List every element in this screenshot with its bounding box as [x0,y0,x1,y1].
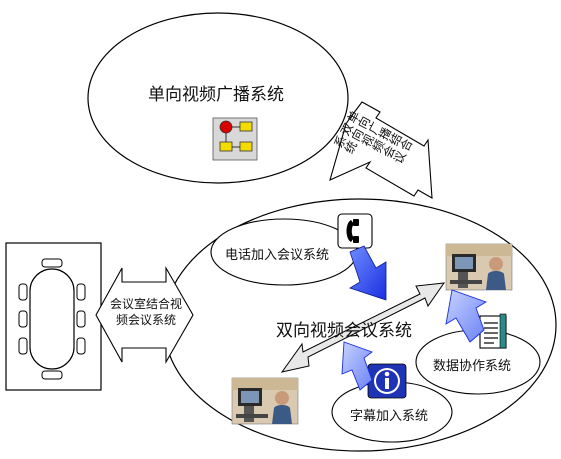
data-collab-label: 数据协作系统 [433,359,512,374]
document-icon [479,313,507,349]
room-link-label: 会议室结合视 频会议系统 [101,296,191,328]
video-terminal-lower-image [231,377,299,425]
room-link-arrow [95,265,194,365]
phone-icon [337,213,373,249]
info-icon [367,363,407,399]
network-icon [212,117,258,161]
broadcast-system-ellipse [87,12,349,184]
conference-system-label: 双向视频会议系统 [276,321,412,341]
video-terminal-upper-image [445,243,513,291]
broadcast-system-label: 单向视频广播系统 [148,85,284,105]
caption-join-label: 字幕加入系统 [350,409,429,424]
broadcast-link-arrow [329,101,433,199]
caption-to-center-arrow [341,341,373,391]
data-to-terminal-arrow [445,289,488,343]
room-link-line1: 会议室结合视 [109,297,182,311]
conference-table-icon [18,258,86,380]
phone-to-center-arrow [349,245,387,301]
phone-join-label: 电话加入会议系统 [225,248,330,263]
room-link-line2: 频会议系统 [115,313,176,327]
conference-link-arrow [280,282,446,373]
